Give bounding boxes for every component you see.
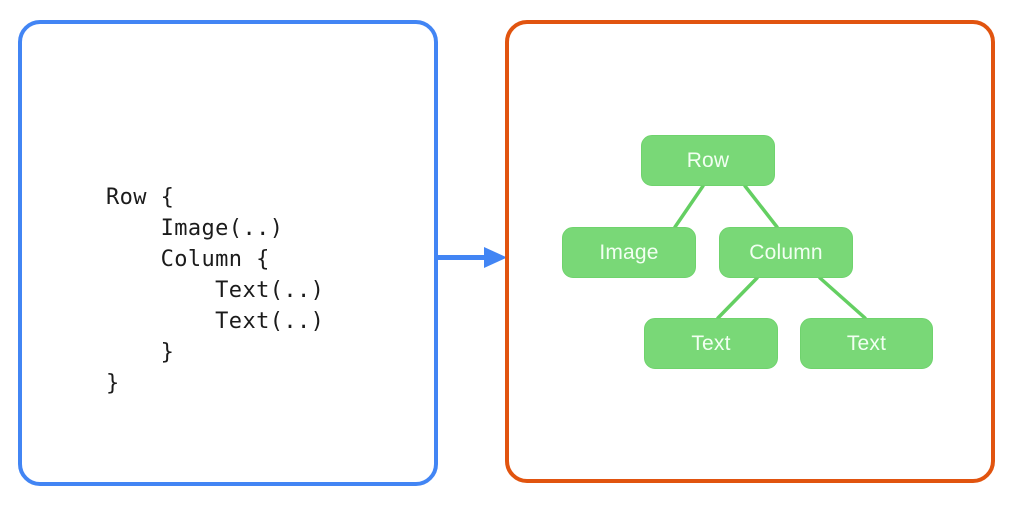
tree-edges [673,184,867,320]
tree-node-text-2-label: Text [846,331,887,355]
tree-node-column-label: Column [749,240,823,264]
tree-node-text-1-label: Text [691,331,731,355]
tree-node-text-1[interactable]: Text [644,318,778,369]
code-panel: Row { Image(..) Column { Text(..) Text(.… [18,20,438,486]
tree-node-image[interactable]: Image [562,227,696,278]
tree-node-row[interactable]: Row [641,135,775,186]
edge-column-text2 [818,276,867,320]
edge-row-column [743,184,779,229]
tree-node-image-label: Image [599,240,659,264]
arrow-head [484,247,507,268]
tree-node-column[interactable]: Column [719,227,853,278]
tree-node-row-label: Row [686,148,730,172]
flow-arrow-icon [436,247,507,268]
code-snippet: Row { Image(..) Column { Text(..) Text(.… [106,185,325,396]
edge-column-text1 [716,276,759,320]
tree-node-text-2[interactable]: Text [800,318,933,369]
edge-row-image [673,184,705,229]
